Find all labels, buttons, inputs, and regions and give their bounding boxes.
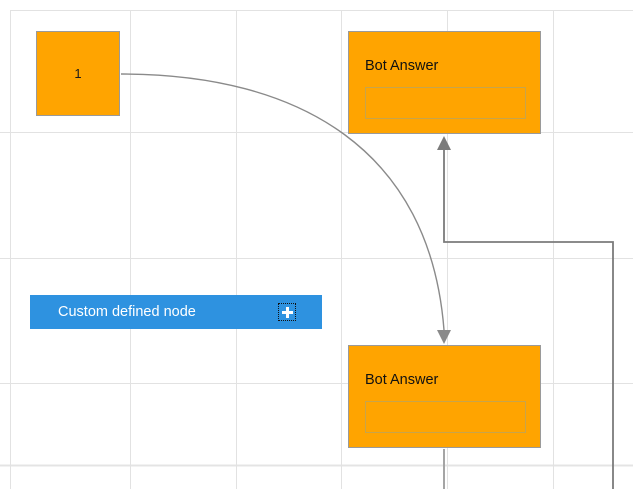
node-start[interactable]: 1 [36,31,120,116]
node-bot-answer-top[interactable]: Bot Answer [348,31,541,134]
node-bot-answer-top-slot[interactable] [365,87,526,119]
node-bot-answer-bottom-slot[interactable] [365,401,526,433]
palette-item-custom-defined-node[interactable]: Custom defined node [30,295,322,329]
palette-item-label: Custom defined node [58,303,196,320]
plus-icon-vertical-bar [285,306,289,318]
node-bot-answer-top-title: Bot Answer [365,58,439,74]
node-bot-answer-bottom[interactable]: Bot Answer [348,345,541,448]
node-start-label: 1 [74,66,82,81]
plus-icon[interactable] [278,303,296,321]
node-bot-answer-bottom-title: Bot Answer [365,372,439,388]
